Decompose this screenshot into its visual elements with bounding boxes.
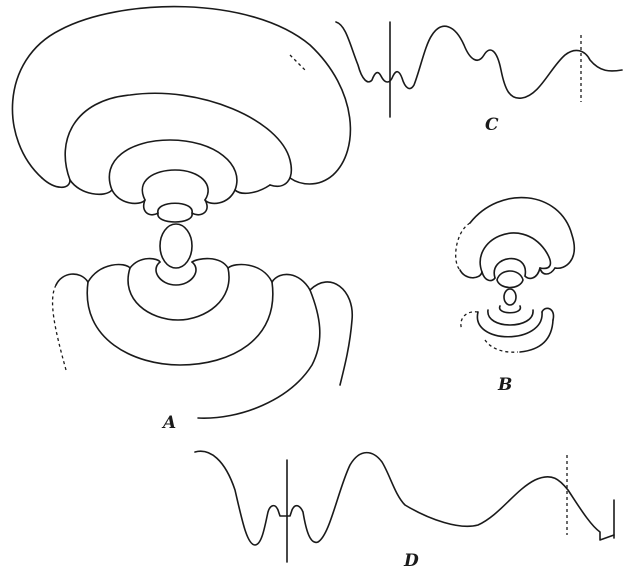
- figure-b-outline: [455, 196, 575, 353]
- label-b: B: [497, 375, 512, 395]
- label-a: A: [161, 413, 176, 433]
- figure-d-profile: [194, 450, 615, 563]
- figure-a-outline: [11, 5, 353, 419]
- label-d: D: [403, 551, 419, 571]
- figure-c-profile: [335, 21, 623, 118]
- label-c: C: [485, 115, 499, 135]
